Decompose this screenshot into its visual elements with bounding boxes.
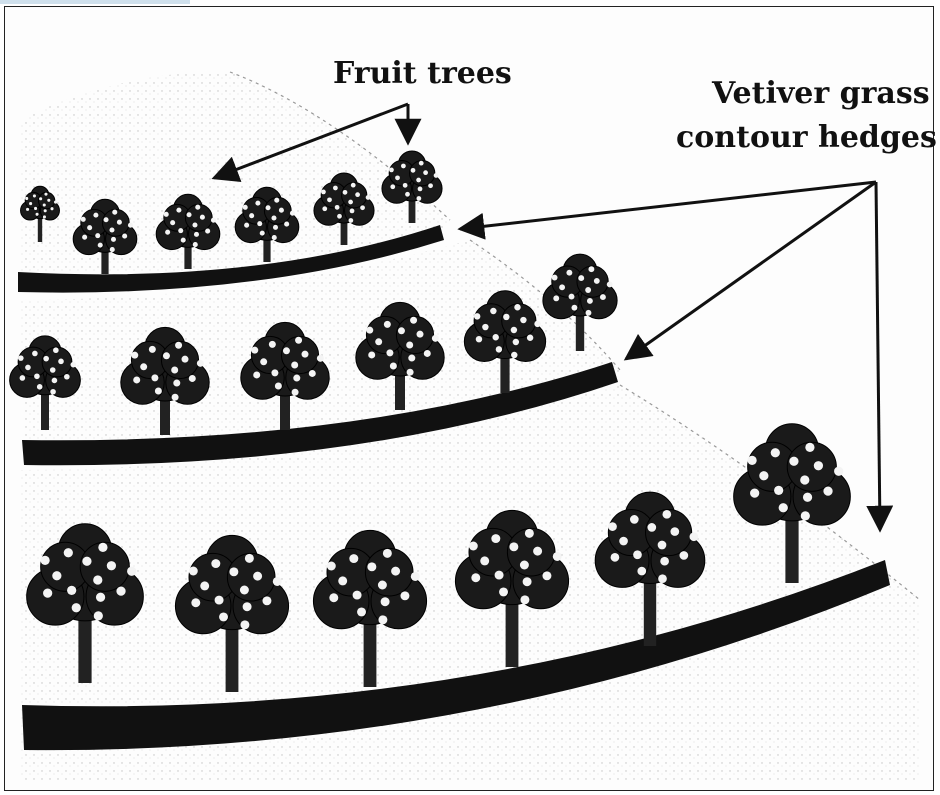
hedge-arrow-3 (876, 182, 880, 530)
fruit-trees-label: Fruit trees (333, 56, 512, 92)
hedge-arrow-1 (460, 182, 876, 229)
vetiver-label-line2: contour hedges (676, 120, 937, 156)
vetiver-label-line1: Vetiver grass (712, 76, 930, 112)
hedge-arrow-2 (626, 182, 876, 359)
